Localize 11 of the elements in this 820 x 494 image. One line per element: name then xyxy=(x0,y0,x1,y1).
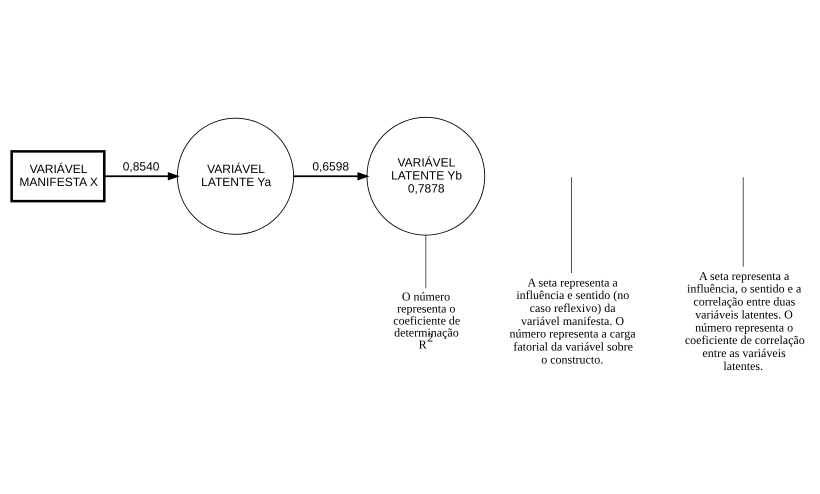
connector xyxy=(742,176,744,267)
edge-label: 0,8540 xyxy=(122,159,160,174)
connector xyxy=(571,176,572,274)
node-box: VARIÁVEL MANIFESTA X xyxy=(10,150,106,202)
node-circle: VARIÁVEL LATENTE Yb 0,7878 xyxy=(366,116,486,236)
node-text: A seta representa a influência, o sentido e a correlação entre duas variáveis latentes. O número representa o coeficiente de correlação entre as variáveis latentes. xyxy=(684,268,805,373)
arrow xyxy=(104,172,180,180)
node-text: A seta representa a influência e sentido (no caso reflexivo) da variável manifesta. O número representa a carga fatorial da variável sobre o constructo. xyxy=(509,275,636,366)
arrow xyxy=(294,172,370,180)
edge-label: 0,6598 xyxy=(312,159,350,174)
node-circle: VARIÁVEL LATENTE Ya xyxy=(176,118,294,235)
